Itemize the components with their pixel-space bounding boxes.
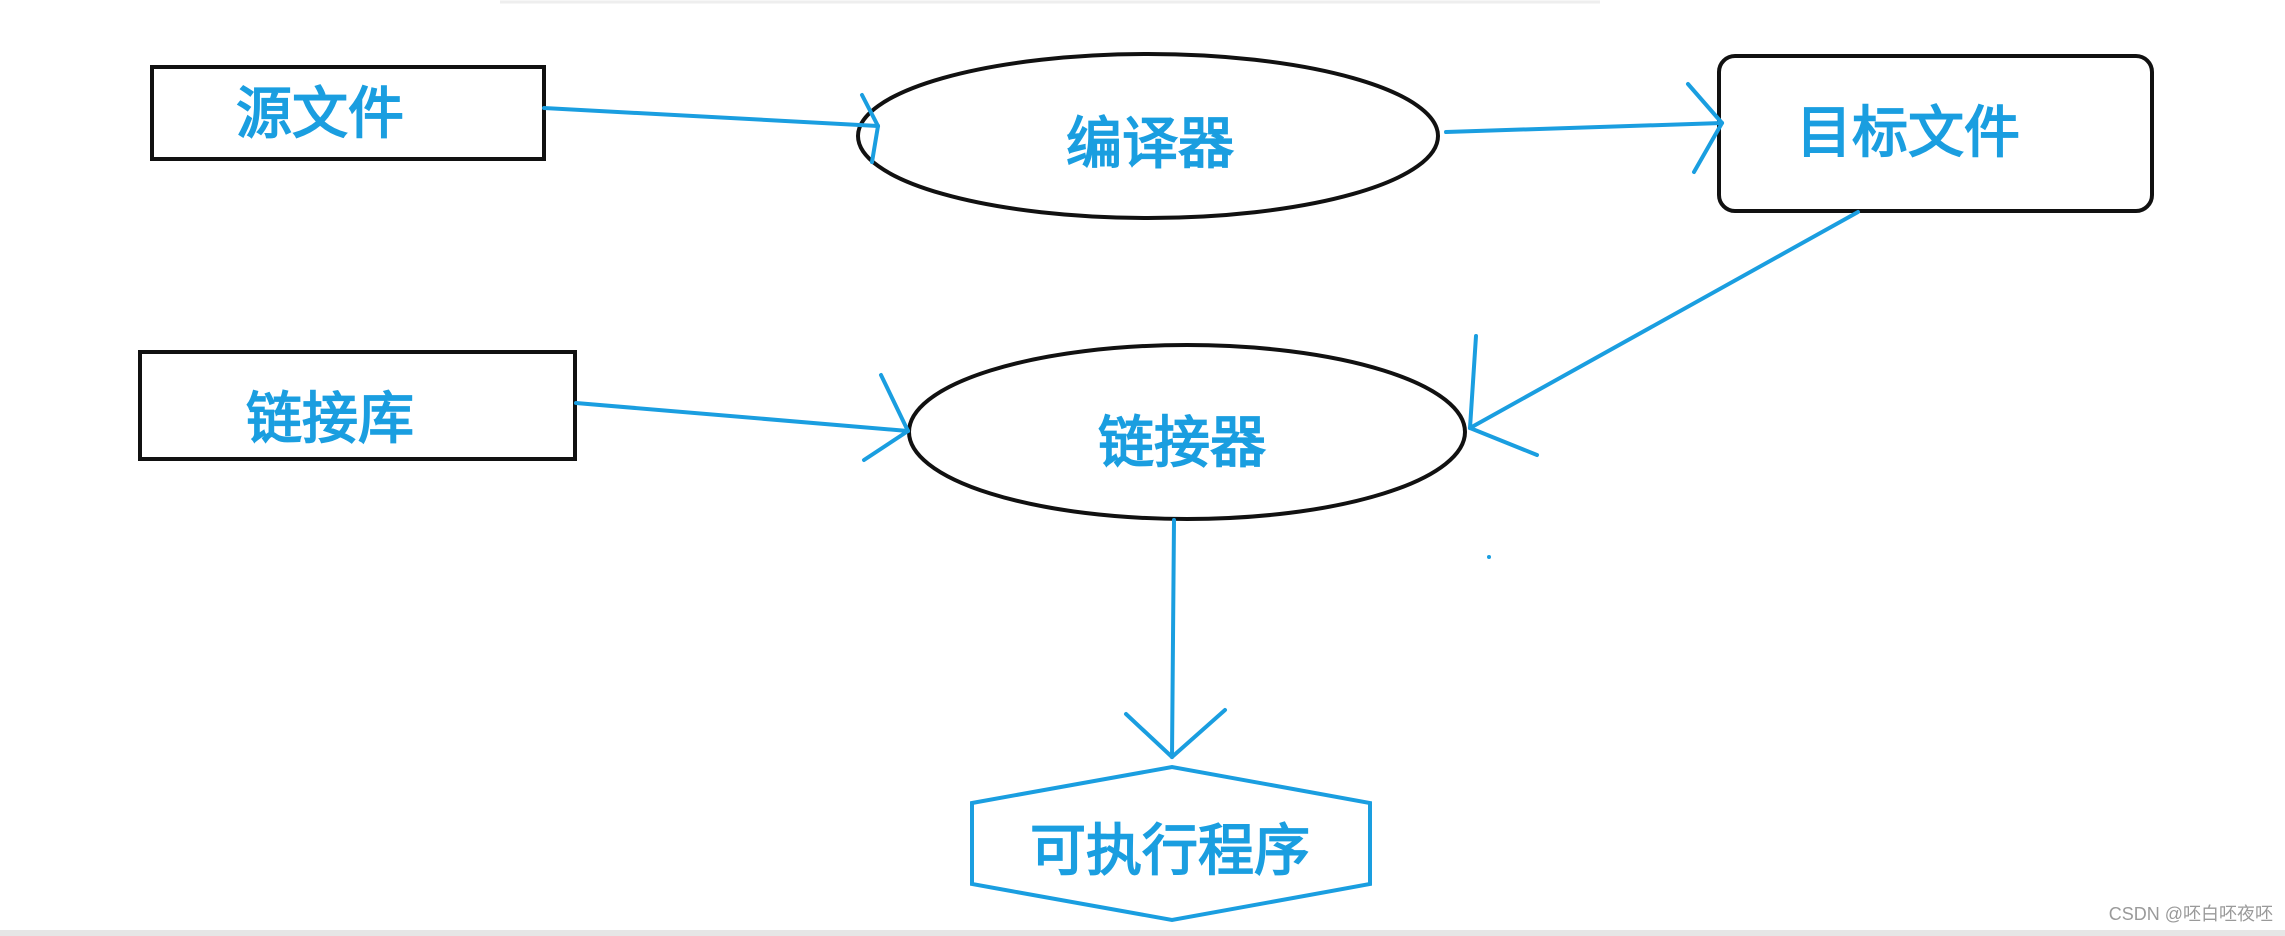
source-file-box — [150, 65, 546, 161]
arrow-compiler-to-object — [1444, 82, 1724, 174]
arrow-object-to-linker — [1468, 210, 1860, 457]
compiler-label: 编译器 — [1066, 112, 1235, 177]
source-file-label: 源文件 — [236, 82, 404, 147]
arrow-library-to-linker — [574, 373, 910, 462]
link-library-label: 链接库 — [246, 387, 414, 452]
object-file-box — [1717, 54, 2154, 213]
link-library-node[interactable]: 链接库 — [138, 350, 577, 461]
compiler-ellipse — [856, 52, 1440, 220]
linker-label: 链接器 — [1098, 411, 1267, 476]
watermark-text: CSDN @呸白呸夜呸 — [2108, 904, 2273, 924]
bottom-bar — [0, 930, 2285, 936]
executable-node[interactable]: 可执行程序 — [970, 764, 1372, 923]
object-file-label: 目标文件 — [1796, 101, 2020, 166]
arrow-source-to-compiler — [542, 93, 880, 164]
executable-label: 可执行程序 — [1030, 819, 1310, 884]
executable-hexagon — [970, 764, 1372, 923]
linker-node[interactable]: 链接器 — [907, 343, 1467, 521]
stray-dot — [1487, 555, 1491, 559]
object-file-node[interactable]: 目标文件 — [1717, 54, 2154, 213]
compiler-node[interactable]: 编译器 — [856, 52, 1440, 220]
arrow-linker-to-executable — [1124, 518, 1227, 759]
source-file-node[interactable]: 源文件 — [150, 65, 546, 161]
link-library-box — [138, 350, 577, 461]
